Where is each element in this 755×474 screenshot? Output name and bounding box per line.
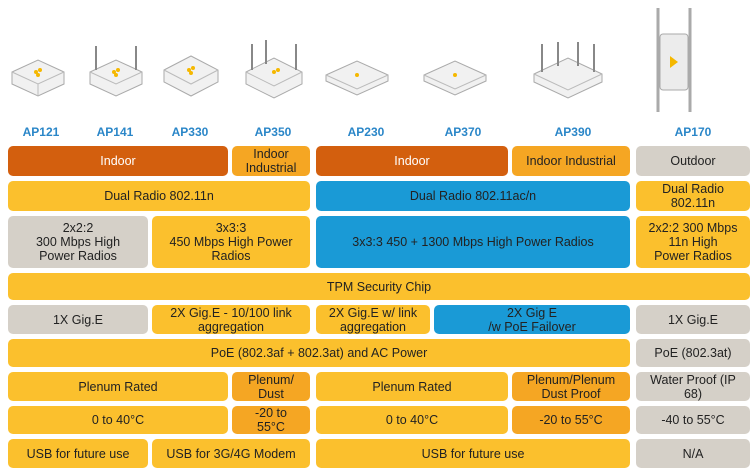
product-label-ap141: AP141 <box>96 125 134 139</box>
product-label-ap230: AP230 <box>347 125 385 139</box>
usb-future-b: USB for future use <box>316 439 630 468</box>
product-label-ap121: AP121 <box>22 125 60 139</box>
ap141-device-image <box>89 46 143 97</box>
plenum-dust-proof: Plenum/Plenum Dust Proof <box>512 372 630 401</box>
ap230-device-image <box>325 60 389 96</box>
eth-1x-gige-a: 1X Gig.E <box>8 305 148 334</box>
radio-dual-80211n: Dual Radio 802.11n <box>8 181 310 211</box>
eth-2x-gige-link-aggregation: 2X Gig.E w/ link aggregation <box>316 305 430 334</box>
env-indoor-industrial-b: Indoor Industrial <box>512 146 630 176</box>
radio-dual-80211n-outdoor: Dual Radio 802.11n <box>636 181 750 211</box>
power-poe-at: PoE (802.3at) <box>636 339 750 367</box>
plenum-rated-b: Plenum Rated <box>316 372 508 401</box>
ap350-device-image <box>245 40 303 99</box>
product-label-ap330: AP330 <box>171 125 209 139</box>
eth-2x-gige-aggregation: 2X Gig.E - 10/100 link aggregation <box>152 305 310 334</box>
temp-0-40-b: 0 to 40°C <box>316 406 508 434</box>
plenum-dust-a: Plenum/ Dust <box>232 372 310 401</box>
mimo-2x2-outdoor: 2x2:2 300 Mbps 11n High Power Radios <box>636 216 750 268</box>
temp-minus20-55-a: -20 to 55°C <box>232 406 310 434</box>
env-indoor-industrial-a: Indoor Industrial <box>232 146 310 176</box>
eth-1x-gige-outdoor: 1X Gig.E <box>636 305 750 334</box>
temp-0-40-a: 0 to 40°C <box>8 406 228 434</box>
mimo-3x3-450: 3x3:3 450 Mbps High Power Radios <box>152 216 310 268</box>
usb-3g4g-modem: USB for 3G/4G Modem <box>152 439 310 468</box>
ap170-device-image <box>656 8 692 112</box>
ap121-device-image <box>11 59 65 97</box>
mimo-2x2-a: 2x2:2 300 Mbps High Power Radios <box>8 216 148 268</box>
temp-minus20-55-b: -20 to 55°C <box>512 406 630 434</box>
product-label-ap170: AP170 <box>674 125 712 139</box>
product-label-ap350: AP350 <box>254 125 292 139</box>
radio-dual-80211ac: Dual Radio 802.11ac/n <box>316 181 630 211</box>
env-indoor-b: Indoor <box>316 146 508 176</box>
power-poe-ac: PoE (802.3af + 802.3at) and AC Power <box>8 339 630 367</box>
mimo-3x3-450-1300: 3x3:3 450 + 1300 Mbps High Power Radios <box>316 216 630 268</box>
usb-future-a: USB for future use <box>8 439 148 468</box>
water-proof-ip68: Water Proof (IP 68) <box>636 372 750 401</box>
env-outdoor: Outdoor <box>636 146 750 176</box>
usb-na: N/A <box>636 439 750 468</box>
temp-minus40-55: -40 to 55°C <box>636 406 750 434</box>
ap330-device-image <box>163 55 219 97</box>
env-indoor-a: Indoor <box>8 146 228 176</box>
plenum-rated-a: Plenum Rated <box>8 372 228 401</box>
ap370-device-image <box>423 60 487 96</box>
product-label-ap390: AP390 <box>554 125 592 139</box>
eth-2x-gige-poe-failover: 2X Gig E /w PoE Failover <box>434 305 630 334</box>
product-label-ap370: AP370 <box>444 125 482 139</box>
ap390-device-image <box>533 42 603 99</box>
tpm-security-chip: TPM Security Chip <box>8 273 750 300</box>
